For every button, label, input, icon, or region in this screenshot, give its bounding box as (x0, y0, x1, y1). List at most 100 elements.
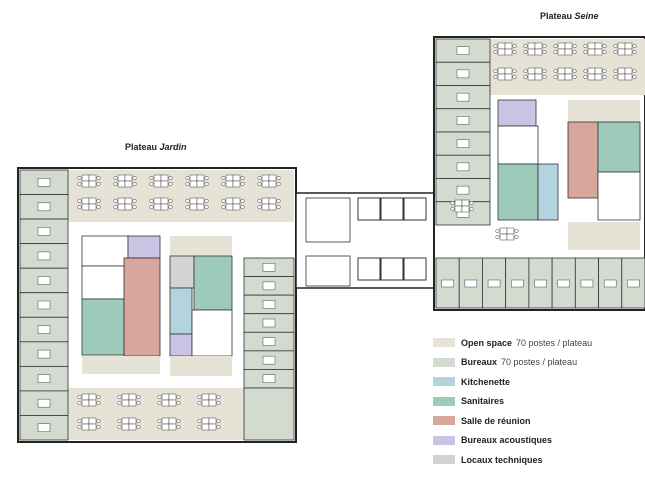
chair (542, 74, 547, 80)
chair (157, 418, 162, 424)
chair (583, 74, 588, 80)
desk (225, 197, 234, 205)
desk (624, 73, 633, 81)
chair (136, 394, 141, 400)
office-desk (456, 185, 470, 195)
desk (153, 203, 162, 211)
chair (514, 228, 519, 234)
desk (557, 48, 566, 56)
desk (153, 197, 162, 205)
office-desk (511, 279, 524, 288)
desk (557, 42, 566, 50)
chair (96, 204, 101, 210)
chair (136, 400, 141, 406)
desk (208, 399, 217, 407)
chair (469, 206, 474, 212)
desk (261, 180, 270, 188)
elevator (403, 257, 427, 281)
desk (201, 399, 210, 407)
office-desk (262, 337, 276, 346)
sanitaires-jardin-2 (193, 255, 233, 311)
chair (168, 204, 173, 210)
chair (216, 394, 221, 400)
desk (454, 205, 463, 213)
desk (161, 423, 170, 431)
chair (204, 198, 209, 204)
desk (624, 67, 633, 75)
title-prefix: Plateau (540, 11, 573, 21)
chair (572, 43, 577, 49)
chair (216, 424, 221, 430)
desk (557, 67, 566, 75)
chair (514, 234, 519, 240)
chair (77, 424, 82, 430)
desk (268, 203, 277, 211)
chair (132, 181, 137, 187)
chair (469, 200, 474, 206)
chair (553, 43, 558, 49)
desk (208, 417, 217, 425)
desk (153, 174, 162, 182)
bureau-acoustique-jardin-2 (169, 333, 193, 357)
chair (77, 394, 82, 400)
desk (81, 417, 90, 425)
chair (221, 175, 226, 181)
office-desk (37, 325, 51, 334)
desk (189, 180, 198, 188)
stairs-seine (497, 125, 539, 165)
technical-room (81, 235, 129, 267)
chair (450, 200, 455, 206)
chair (176, 418, 181, 424)
office-desk (262, 281, 276, 291)
office-desk (456, 92, 470, 102)
office-desk (262, 318, 276, 328)
desk (201, 393, 210, 401)
desk (117, 203, 126, 211)
chair (168, 181, 173, 187)
chair (572, 68, 577, 74)
chair (572, 49, 577, 55)
desk (201, 417, 210, 425)
desk (527, 42, 536, 50)
desk (461, 199, 470, 207)
desk (617, 67, 626, 75)
desk (121, 393, 130, 401)
chair (117, 424, 122, 430)
desk (121, 417, 130, 425)
desk (124, 180, 133, 188)
desk (88, 180, 97, 188)
desk (196, 174, 205, 182)
desk (161, 399, 170, 407)
chair (512, 43, 517, 49)
desk (587, 73, 596, 81)
desk (506, 233, 515, 241)
desk (208, 393, 217, 401)
desk (128, 417, 137, 425)
desk (168, 393, 177, 401)
chair (204, 181, 209, 187)
legend-label: Bureaux (461, 357, 498, 368)
chair (176, 424, 181, 430)
desk (454, 199, 463, 207)
chair (197, 418, 202, 424)
chair (602, 49, 607, 55)
desk (564, 67, 573, 75)
legend-item-sanitaires: Sanitaires (433, 392, 592, 412)
desk (261, 203, 270, 211)
chair (613, 49, 618, 55)
chair (176, 400, 181, 406)
desk (168, 399, 177, 407)
chair (257, 198, 262, 204)
office-desk (456, 116, 470, 125)
legend-swatch (433, 416, 455, 426)
desk (168, 417, 177, 425)
chair (602, 74, 607, 80)
legend-swatch (433, 377, 455, 387)
stairs-connector (305, 197, 351, 243)
chair (96, 418, 101, 424)
desk (189, 174, 198, 182)
chair (240, 181, 245, 187)
chair (257, 204, 262, 210)
chair (257, 175, 262, 181)
